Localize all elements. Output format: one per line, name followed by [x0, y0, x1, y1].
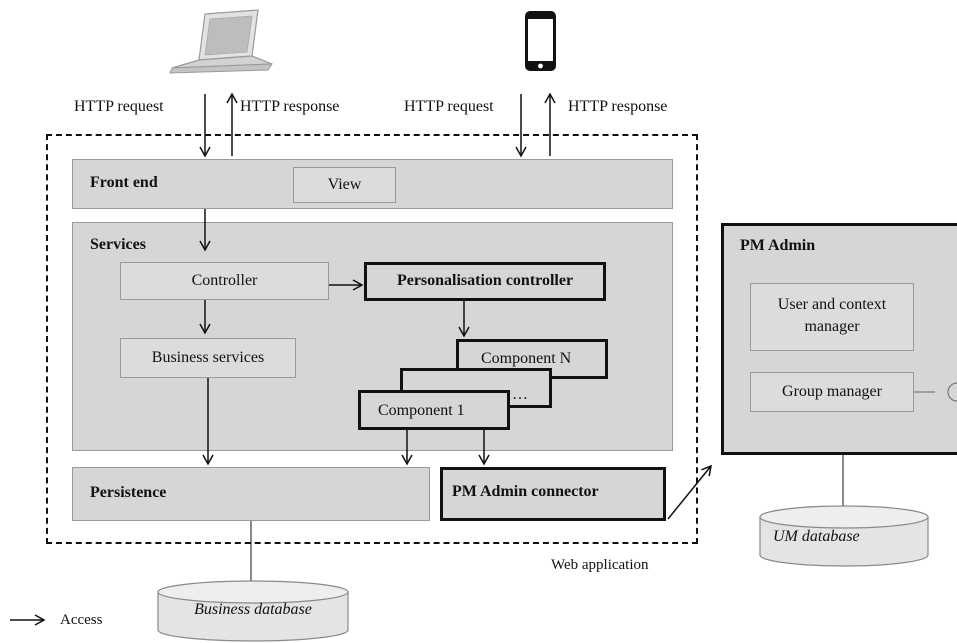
persistence-layer	[72, 467, 430, 521]
front-end-title: Front end	[90, 174, 158, 191]
component-n-label: Component N	[481, 350, 572, 367]
group-manager-interface-socket	[947, 382, 957, 402]
laptop-http-request-label: HTTP request	[74, 98, 164, 115]
user-context-manager-box	[750, 283, 914, 351]
personalisation-controller-label: Personalisation controller	[396, 272, 574, 289]
web-application-boundary	[46, 134, 698, 544]
controller-label: Controller	[191, 272, 258, 289]
controller-box	[120, 262, 329, 300]
business-services-box	[120, 338, 296, 378]
legend-access-label: Access	[60, 612, 103, 628]
um-database-text: UM database	[773, 528, 860, 545]
business-services-label: Business services	[151, 349, 265, 366]
laptop-http-response-label: HTTP response	[240, 98, 340, 115]
um-database-cylinder	[759, 505, 929, 567]
component-ellipsis: …	[512, 386, 528, 403]
pm-admin-connector-box	[440, 467, 666, 521]
business-database-cylinder	[157, 580, 349, 642]
business-database-text: Business database	[194, 601, 312, 618]
services-title: Services	[90, 236, 146, 253]
pm-admin-title: PM Admin	[740, 237, 816, 254]
phone-http-request-label: HTTP request	[404, 98, 494, 115]
view-label: View	[327, 176, 362, 193]
connector-to-pm-admin-arrow	[667, 464, 712, 520]
pm-admin-connector-label: PM Admin connector	[452, 483, 599, 500]
smartphone-icon	[525, 11, 556, 71]
personalisation-controller-box	[364, 262, 606, 301]
laptop-icon	[169, 9, 273, 74]
view-box	[293, 167, 396, 203]
group-manager-box	[750, 372, 914, 412]
web-application-label: Web application	[551, 557, 649, 573]
persistence-title: Persistence	[90, 484, 167, 501]
phone-http-response-label: HTTP response	[568, 98, 668, 115]
group-manager-label: Group manager	[782, 383, 882, 400]
component-1-label: Component 1	[378, 402, 465, 419]
component-1-box	[358, 390, 510, 430]
user-context-manager-label: User and context manager	[777, 296, 887, 335]
